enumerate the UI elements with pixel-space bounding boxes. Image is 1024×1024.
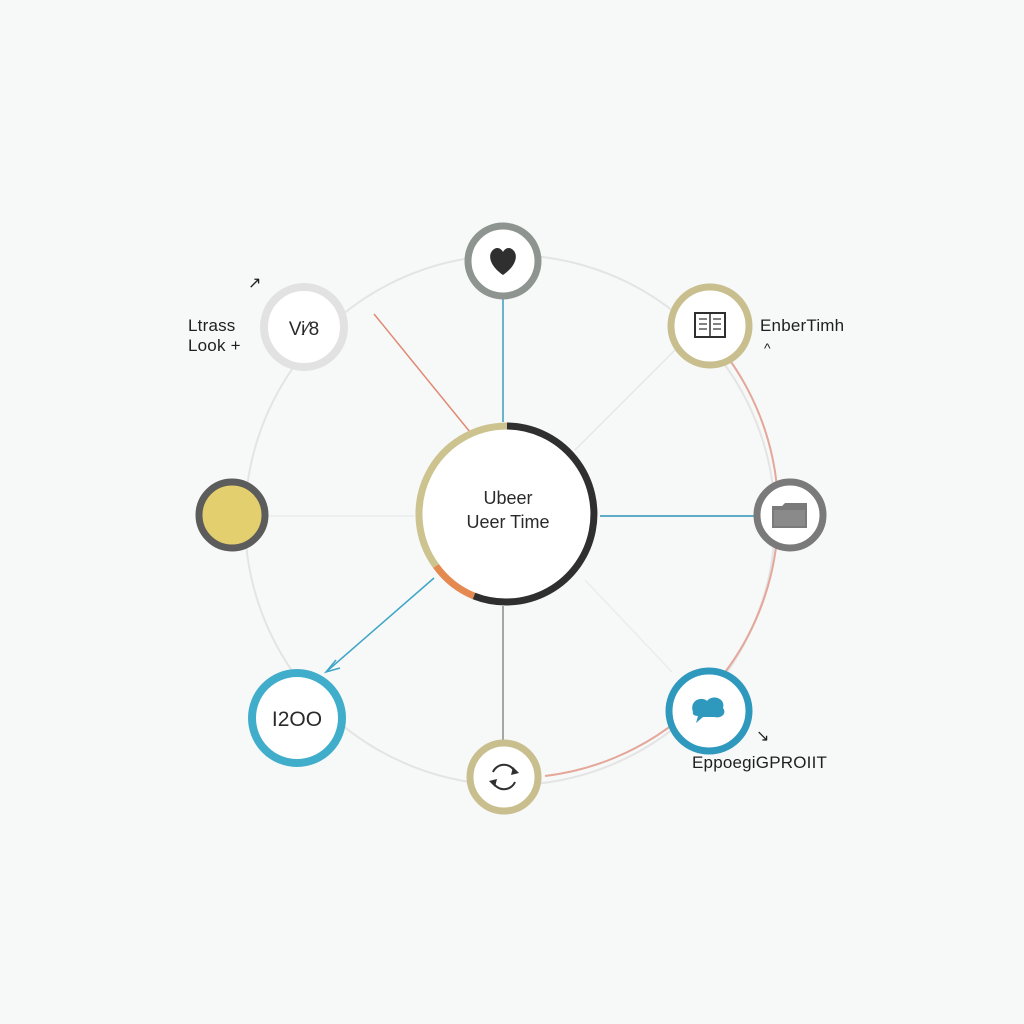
label-top-left-line1: Ltrass [188,316,236,335]
spoke-bottom-left [325,577,435,673]
spoke-top-left [373,313,471,433]
label-top-right: EnberTimh [760,316,845,335]
node-bottom[interactable] [466,739,542,815]
hub-arc-khaki [415,422,508,569]
hub-label: Ubeer Ueer Time [420,486,596,534]
node-bottom-right[interactable] [665,667,753,755]
scribble-icon: Vi⁄8 [289,319,319,340]
node-top[interactable] [464,222,542,300]
book-icon [694,312,726,338]
hub-arc-orange [433,563,476,600]
node-top-left[interactable]: Vi⁄8 [260,283,348,371]
hub-arc-dark [472,422,598,606]
label-bottom-right: EppoegiGPROIIT [692,753,828,772]
folder-icon [772,503,807,528]
hub [415,422,598,606]
label-top-left: Ltrass Look + [188,316,241,356]
label-bottom-right-tick: ↘ [756,728,770,745]
spoke-bottom-right [584,579,673,673]
chat-bubble-icon [692,697,725,723]
orbit-arc-right [544,329,780,777]
hub-label-line2: Ueer Time [466,512,550,532]
spoke-bottom-left-arrowhead [323,659,341,674]
label-top-left-tick: ↗ [248,275,262,292]
node-bottom-left[interactable]: I2OO [248,669,346,767]
node-right[interactable] [753,478,827,552]
label-top-left-line2: Look + [188,336,241,355]
node-top-right[interactable] [667,283,753,369]
hub-label-line1: Ubeer [483,488,533,508]
label-top-right-tick: ^ [764,340,771,356]
refresh-icon [489,763,519,791]
node-left[interactable] [195,478,269,552]
scribble-icon: I2OO [272,708,322,731]
spoke-top-right [574,344,681,451]
heart-icon [490,248,516,275]
